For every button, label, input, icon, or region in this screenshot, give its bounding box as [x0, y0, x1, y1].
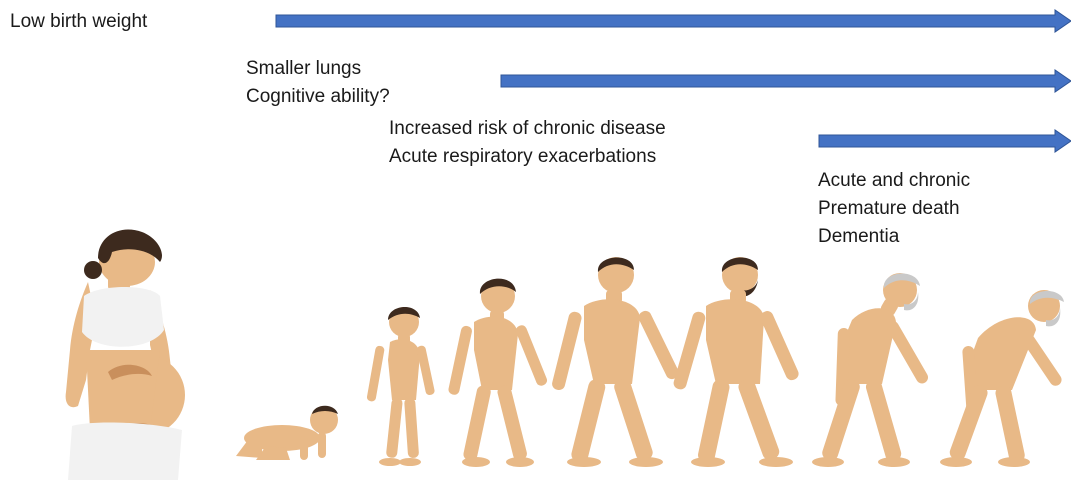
- toddler-icon: [366, 307, 435, 466]
- young-man-icon: [551, 257, 681, 467]
- crawling-baby-icon: [236, 406, 338, 460]
- elderly-man-icon: [940, 290, 1064, 467]
- older-man-icon: [812, 273, 930, 467]
- adult-man-icon: [672, 257, 800, 467]
- child-icon: [448, 279, 549, 467]
- pregnant-woman-icon: [66, 230, 185, 480]
